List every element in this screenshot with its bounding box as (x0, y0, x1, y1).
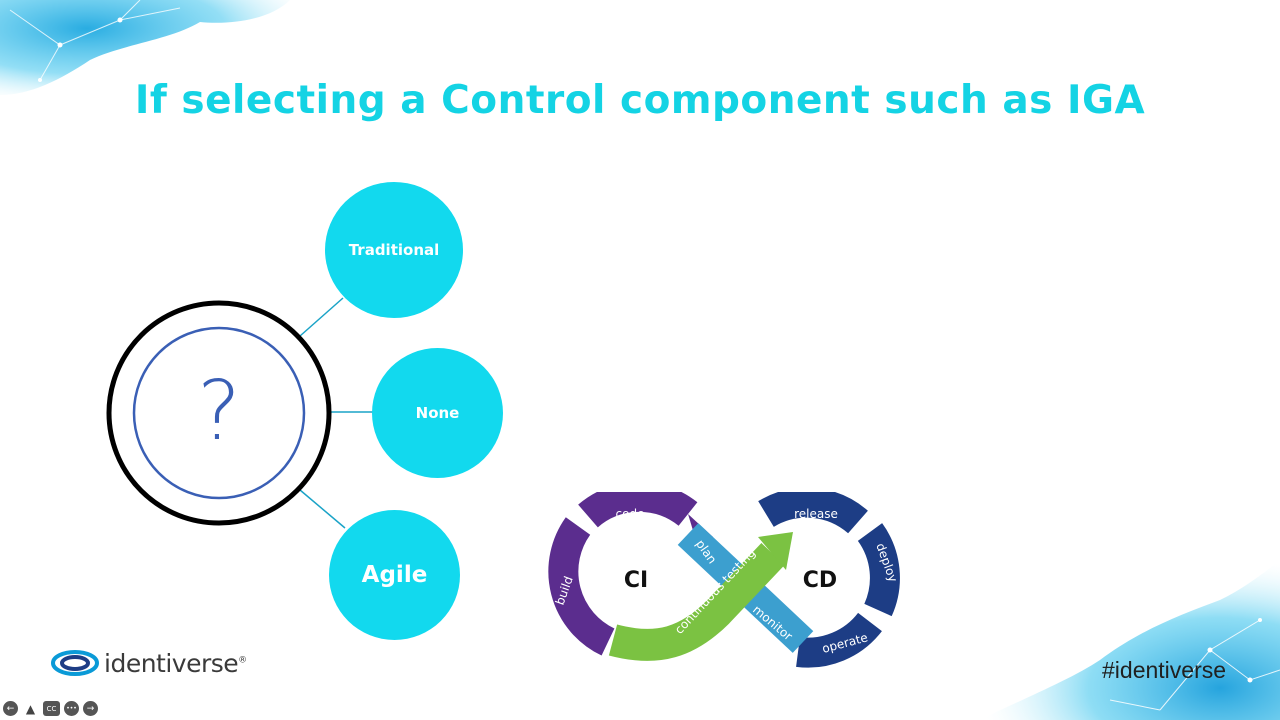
stage-release-label: release (794, 507, 838, 521)
ci-label: CI (624, 568, 648, 593)
hashtag-label: #identiverse (1102, 657, 1227, 683)
question-mark-icon: ? (197, 364, 241, 459)
question-circle: ? (106, 300, 332, 526)
next-icon[interactable]: → (83, 701, 98, 716)
option-traditional-label: Traditional (348, 241, 440, 259)
more-icon[interactable]: ••• (64, 701, 79, 716)
option-agile-label: Agile (361, 562, 428, 588)
cd-label: CD (803, 568, 837, 593)
stage-code-label: code (616, 507, 645, 521)
slide-title: If selecting a Control component such as… (134, 78, 1146, 123)
watercolor-top-left (0, 0, 290, 95)
option-agile: Agile (329, 510, 460, 640)
option-none-label: None (415, 404, 460, 422)
option-traditional: Traditional (325, 182, 463, 318)
identiverse-logo-icon (51, 650, 99, 676)
identiverse-logo-text: identiverse® (104, 649, 247, 678)
captions-icon[interactable]: CC (43, 701, 60, 716)
option-none: None (372, 348, 503, 478)
prev-icon[interactable]: ← (3, 701, 18, 716)
devops-infinity-diagram: CI CD code build plan release deploy ope… (548, 492, 900, 668)
watercolor-bottom-right (980, 560, 1280, 720)
registered-mark: ® (238, 655, 247, 666)
accessibility-icon[interactable]: ▲ (25, 701, 36, 716)
player-controls: ← ▲ CC ••• → (3, 701, 98, 716)
